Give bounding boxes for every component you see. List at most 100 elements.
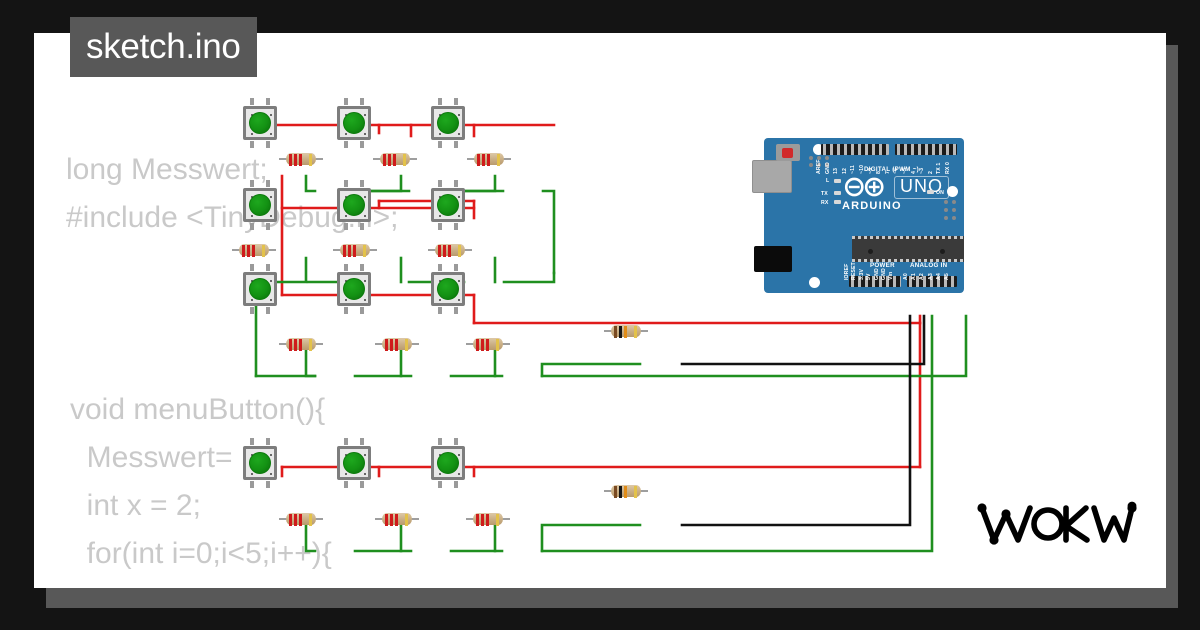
button-leg <box>360 438 364 445</box>
button-leg <box>360 98 364 105</box>
button-r2c2[interactable] <box>334 180 374 230</box>
resistor-band-black <box>619 326 622 338</box>
diagram-canvas[interactable]: long Messwert;#include <TinyDebug.h>;voi… <box>34 33 1166 588</box>
button-cap[interactable] <box>437 278 459 300</box>
resistor-band-red <box>343 245 346 257</box>
resistor-band-red <box>476 339 479 351</box>
resistor-r3c2[interactable] <box>375 337 419 351</box>
button-cap[interactable] <box>249 194 271 216</box>
resistor-lead <box>409 158 417 160</box>
button-screw <box>345 133 347 135</box>
button-cap[interactable] <box>249 112 271 134</box>
button-r1c3[interactable] <box>428 98 468 148</box>
button-cap[interactable] <box>437 112 459 134</box>
button-screw <box>458 299 460 301</box>
button-screw <box>439 215 441 217</box>
wire-gnd-top <box>680 314 926 366</box>
button-cap[interactable] <box>437 452 459 474</box>
resistor-body <box>611 485 641 498</box>
resistor-r3c3[interactable] <box>466 337 510 351</box>
button-cap[interactable] <box>249 278 271 300</box>
resistor-band-gold <box>309 514 312 526</box>
button-cap[interactable] <box>437 194 459 216</box>
button-leg <box>344 180 348 187</box>
button-screw <box>345 473 347 475</box>
button-leg <box>454 307 458 314</box>
resistor-r1c1[interactable] <box>279 152 323 166</box>
button-cap[interactable] <box>343 194 365 216</box>
button-leg <box>266 141 270 148</box>
resistor-r4c3[interactable] <box>466 512 510 526</box>
resistor-r3c1[interactable] <box>279 337 323 351</box>
button-r4c3[interactable] <box>428 438 468 488</box>
resistor-band-red <box>443 245 446 257</box>
button-r4c2[interactable] <box>334 438 374 488</box>
resistor-pulldown-bottom[interactable] <box>604 484 648 498</box>
resistor-r2c3[interactable] <box>428 243 472 257</box>
button-screw <box>364 114 366 116</box>
button-r1c2[interactable] <box>334 98 374 148</box>
button-cap[interactable] <box>343 278 365 300</box>
wire-gnd-bottom <box>680 314 912 527</box>
arduino-infinity-logo <box>844 177 884 197</box>
resistor-band-gold <box>405 339 408 351</box>
resistor-lead <box>375 343 383 345</box>
button-r2c1[interactable] <box>240 180 280 230</box>
analog-header[interactable] <box>907 276 957 287</box>
reset-button[interactable] <box>782 148 793 158</box>
digital-header-right[interactable] <box>895 144 957 155</box>
button-r1c1[interactable] <box>240 98 280 148</box>
button-housing <box>337 188 371 222</box>
resistor-body <box>239 244 269 257</box>
button-r3c1[interactable] <box>240 264 280 314</box>
led-l <box>834 179 841 183</box>
digital-header-left[interactable] <box>821 144 889 155</box>
resistor-r1c2[interactable] <box>373 152 417 166</box>
button-leg <box>266 438 270 445</box>
resistor-band-red <box>252 245 255 257</box>
button-leg <box>438 481 442 488</box>
button-screw <box>439 473 441 475</box>
digital-pin-tx1: TX 1 <box>936 162 943 174</box>
resistor-r2c2[interactable] <box>333 243 377 257</box>
led-rx <box>834 200 841 204</box>
button-r4c1[interactable] <box>240 438 280 488</box>
button-r2c3[interactable] <box>428 180 468 230</box>
resistor-r2c1[interactable] <box>232 243 276 257</box>
power-header[interactable] <box>849 276 901 287</box>
resistor-band-gold <box>262 245 265 257</box>
resistor-band-red <box>486 514 489 526</box>
resistor-band-red <box>294 154 297 166</box>
button-leg <box>344 98 348 105</box>
analog-header-label: ANALOG IN <box>910 262 948 269</box>
resistor-r4c2[interactable] <box>375 512 419 526</box>
resistor-pulldown-top[interactable] <box>604 324 648 338</box>
resistor-band-gold <box>634 486 637 498</box>
button-cap[interactable] <box>343 452 365 474</box>
file-tab[interactable]: sketch.ino <box>70 17 257 77</box>
button-screw <box>251 215 253 217</box>
resistor-r4c1[interactable] <box>279 512 323 526</box>
button-leg <box>438 180 442 187</box>
resistor-band-orange <box>624 326 627 338</box>
button-r3c3[interactable] <box>428 264 468 314</box>
resistor-band-red <box>448 245 451 257</box>
resistor-lead <box>411 343 419 345</box>
resistor-body <box>286 513 316 526</box>
analog-pin-a2: A2 <box>919 273 926 280</box>
button-cap[interactable] <box>343 112 365 134</box>
button-leg <box>344 307 348 314</box>
wire-sig-r4-out <box>540 523 642 553</box>
resistor-r1c3[interactable] <box>467 152 511 166</box>
resistor-lead <box>502 518 510 520</box>
button-r3c2[interactable] <box>334 264 374 314</box>
icsp-pad-6 <box>825 163 829 167</box>
icsp2-pad-6 <box>952 216 956 220</box>
button-screw <box>270 196 272 198</box>
power-header-label: POWER <box>870 262 895 269</box>
button-screw <box>251 299 253 301</box>
button-leg <box>438 98 442 105</box>
button-cap[interactable] <box>249 452 271 474</box>
arduino-uno-board[interactable]: DIGITAL (PWM ~) POWER ANALOG IN UNO ARDU… <box>752 138 964 293</box>
resistor-band-red <box>299 514 302 526</box>
